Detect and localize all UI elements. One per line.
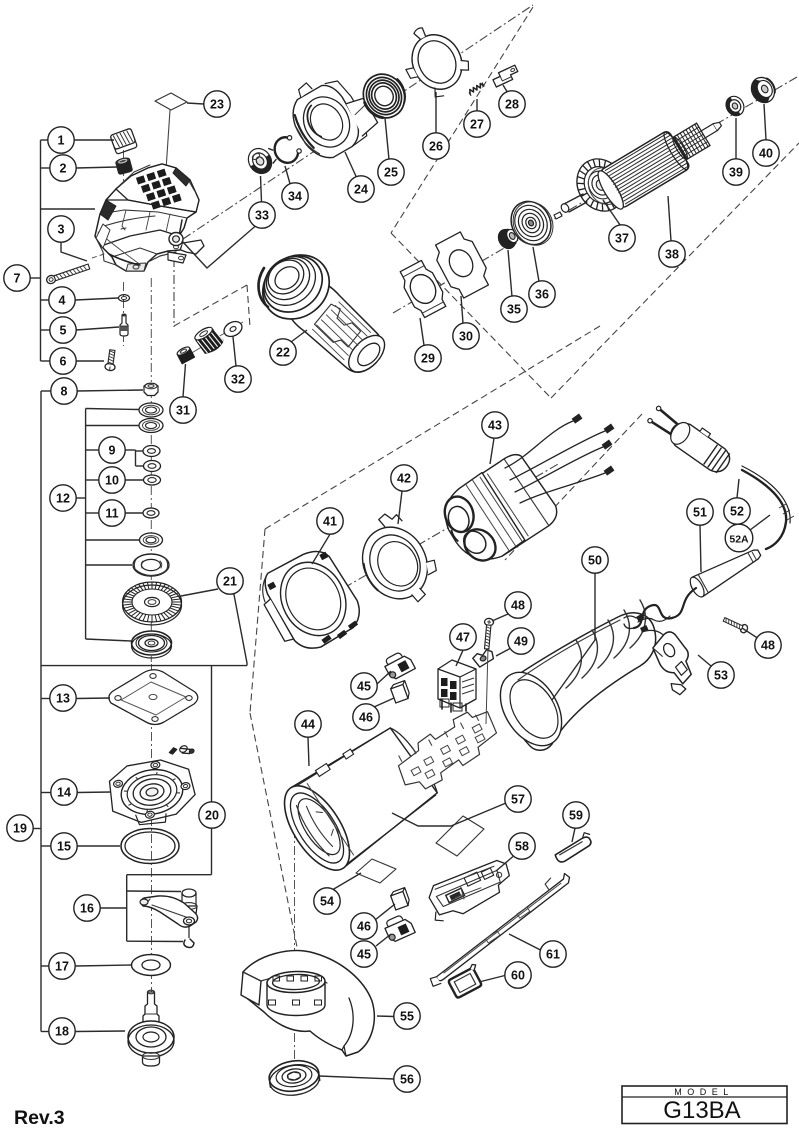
svg-text:8: 8	[61, 384, 68, 398]
svg-text:24: 24	[354, 182, 368, 196]
svg-text:1: 1	[58, 133, 65, 147]
svg-text:40: 40	[759, 146, 773, 160]
svg-text:10: 10	[105, 473, 119, 487]
svg-text:14: 14	[57, 785, 71, 799]
svg-text:46: 46	[359, 710, 373, 724]
svg-text:G13BA: G13BA	[663, 1097, 740, 1124]
svg-text:25: 25	[384, 165, 398, 179]
svg-text:60: 60	[511, 968, 525, 982]
svg-text:52: 52	[730, 504, 744, 518]
svg-text:53: 53	[714, 668, 728, 682]
svg-text:35: 35	[507, 302, 521, 316]
svg-text:16: 16	[80, 901, 94, 915]
svg-text:44: 44	[301, 717, 315, 731]
svg-text:11: 11	[105, 506, 118, 520]
svg-text:39: 39	[729, 165, 743, 179]
svg-text:28: 28	[505, 97, 519, 111]
svg-text:31: 31	[176, 403, 190, 417]
svg-text:3: 3	[58, 222, 65, 236]
svg-text:27: 27	[470, 117, 484, 131]
svg-text:Rev.3: Rev.3	[14, 1107, 65, 1129]
svg-text:2: 2	[60, 161, 67, 175]
svg-text:29: 29	[421, 351, 435, 365]
svg-text:49: 49	[514, 634, 528, 648]
svg-text:57: 57	[511, 792, 525, 806]
svg-text:MODEL: MODEL	[674, 1087, 734, 1097]
svg-text:19: 19	[13, 821, 27, 835]
svg-text:34: 34	[288, 189, 302, 203]
svg-text:47: 47	[456, 630, 470, 644]
svg-text:5: 5	[60, 323, 67, 337]
svg-text:4: 4	[59, 293, 66, 307]
svg-text:55: 55	[400, 1009, 414, 1023]
svg-text:32: 32	[231, 372, 245, 386]
svg-text:50: 50	[588, 553, 602, 567]
svg-text:37: 37	[615, 231, 629, 245]
svg-text:13: 13	[56, 691, 70, 705]
svg-text:48: 48	[511, 598, 525, 612]
svg-text:58: 58	[515, 839, 529, 853]
svg-text:7: 7	[14, 271, 21, 285]
svg-text:15: 15	[57, 839, 71, 853]
svg-text:45: 45	[357, 947, 371, 961]
svg-text:45: 45	[357, 679, 371, 693]
svg-text:30: 30	[459, 329, 473, 343]
svg-text:56: 56	[400, 1072, 414, 1086]
svg-text:9: 9	[109, 443, 116, 457]
svg-text:61: 61	[546, 947, 560, 961]
svg-text:59: 59	[569, 808, 583, 822]
svg-text:12: 12	[56, 491, 70, 505]
svg-text:48: 48	[761, 638, 775, 652]
svg-text:51: 51	[693, 505, 707, 519]
svg-text:36: 36	[535, 287, 549, 301]
svg-text:46: 46	[357, 919, 371, 933]
svg-text:26: 26	[429, 139, 443, 153]
svg-text:21: 21	[223, 574, 237, 588]
svg-text:43: 43	[488, 418, 502, 432]
svg-text:17: 17	[55, 959, 69, 973]
svg-text:42: 42	[397, 471, 411, 485]
svg-text:52A: 52A	[729, 533, 749, 545]
svg-text:23: 23	[210, 97, 224, 111]
svg-text:18: 18	[55, 1024, 69, 1038]
svg-text:6: 6	[60, 354, 67, 368]
svg-text:33: 33	[255, 208, 269, 222]
svg-text:20: 20	[205, 808, 219, 822]
svg-text:22: 22	[276, 345, 290, 359]
svg-text:38: 38	[665, 247, 679, 261]
svg-text:54: 54	[320, 894, 334, 908]
svg-text:41: 41	[323, 514, 337, 528]
